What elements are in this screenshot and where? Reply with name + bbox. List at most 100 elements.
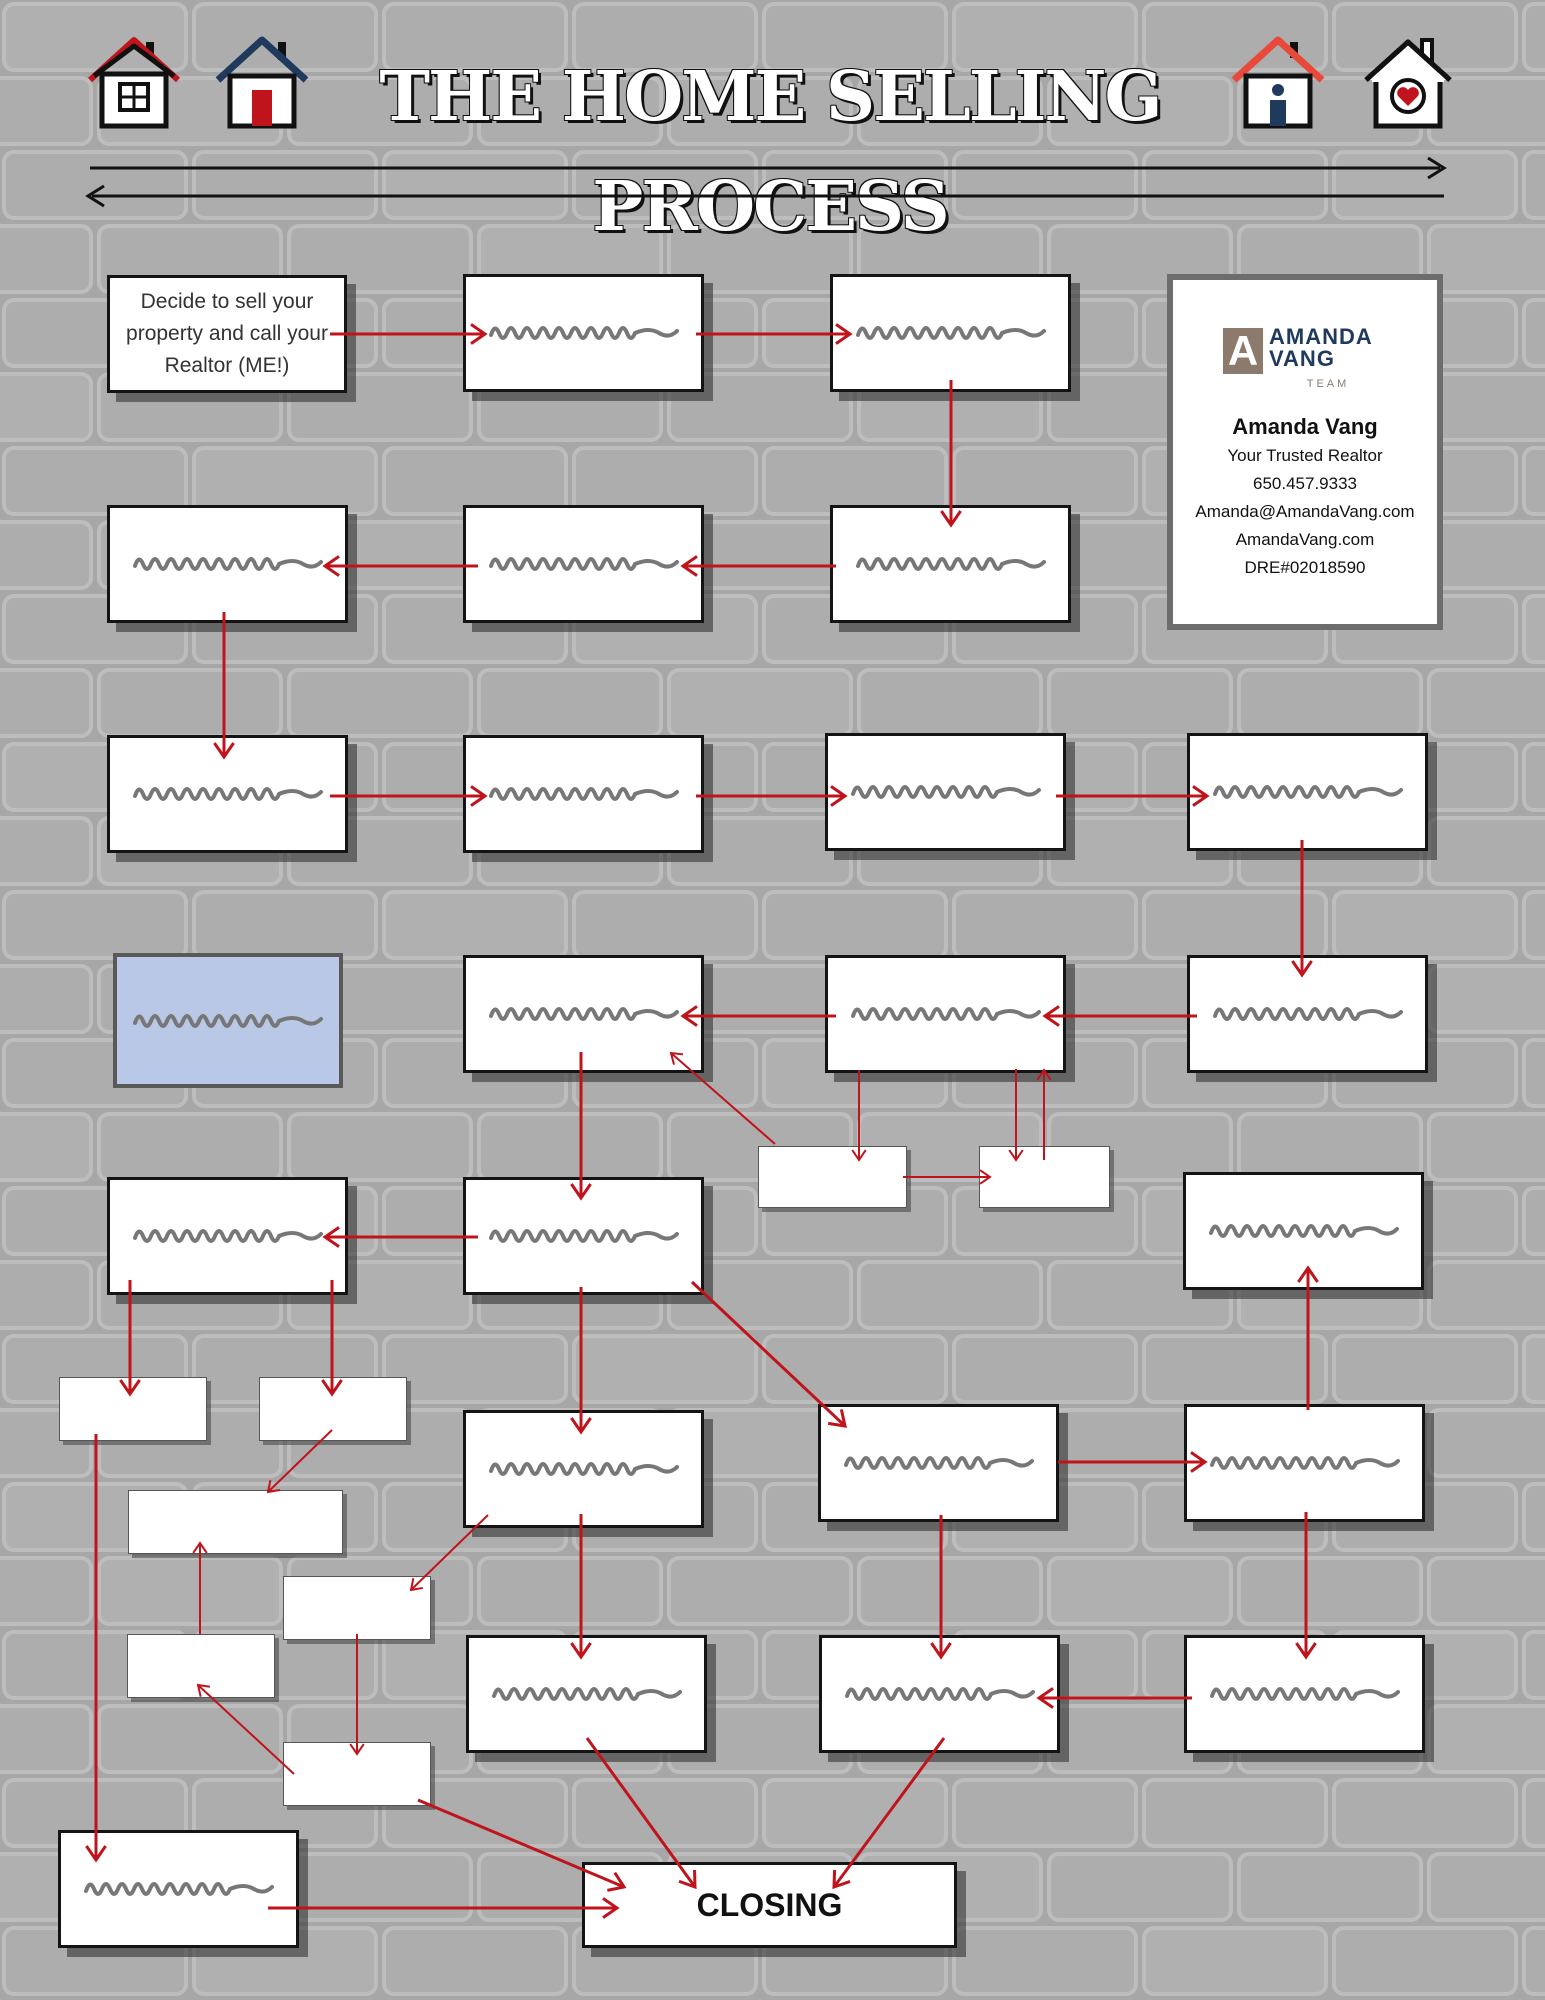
substep-box [259,1377,407,1441]
brick [952,1926,1138,1996]
brick [667,668,853,738]
substep-box [283,1576,431,1640]
logo-letter: A [1223,328,1263,374]
brick [1522,594,1545,664]
step-box [1187,955,1428,1073]
agent-tagline: Your Trusted Realtor [1227,446,1383,465]
squiggle-placeholder [1209,1456,1400,1470]
step-box [107,1177,348,1295]
logo-team: TEAM [1306,378,1350,390]
squiggle-placeholder [132,557,323,571]
squiggle-placeholder [1212,1007,1403,1021]
squiggle-placeholder [488,1229,679,1243]
step-box [463,1177,704,1295]
brick [382,890,568,960]
brick [1332,1926,1518,1996]
amanda-vang-logo: A AMANDA VANG TEAM [1223,324,1393,390]
squiggle-placeholder [1209,1687,1400,1701]
brick [1522,1334,1545,1404]
house-window-icon [87,37,181,129]
brick [1522,1038,1545,1108]
brick [857,1556,1043,1626]
house-heart-icon [1364,38,1452,129]
brick [1427,1260,1545,1330]
brick [1427,668,1545,738]
brick [0,372,93,442]
squiggle-placeholder [850,1007,1041,1021]
header-arrows [85,156,1447,208]
brick [1047,668,1233,738]
agent-name: Amanda Vang [1232,414,1378,439]
brick [382,1926,568,1996]
squiggle-placeholder [83,1882,274,1896]
brick [477,76,663,146]
brick [1522,150,1545,220]
substep-box [758,1146,907,1208]
brick [1427,816,1545,886]
business-card: A AMANDA VANG TEAM Amanda Vang Your Trus… [1167,274,1443,630]
brick [97,1556,283,1626]
brick [1332,1334,1518,1404]
brick [1427,1408,1545,1478]
brick [1237,1112,1423,1182]
brick [572,2,758,72]
step-box [107,735,348,853]
brick [1522,1630,1545,1700]
brick [477,1556,663,1626]
brick [1142,1926,1328,1996]
brick [1047,76,1233,146]
squiggle-placeholder [488,1462,679,1476]
brick [952,1334,1138,1404]
brick [1142,1778,1328,1848]
brick [1047,816,1233,886]
brick [1522,1186,1545,1256]
squiggle-placeholder [133,1013,323,1028]
step-box [463,735,704,853]
step-box [825,955,1066,1073]
brick [97,1112,283,1182]
substep-box [979,1146,1110,1208]
step-box-highlighted [113,953,343,1088]
brick [857,1260,1043,1330]
brick [287,668,473,738]
step-box [466,1635,707,1753]
squiggle-placeholder [132,787,323,801]
brick [667,76,853,146]
brick [1237,1556,1423,1626]
step-box [1184,1404,1425,1522]
step-box [825,733,1066,851]
agent-license: DRE#02018590 [1244,558,1366,577]
brick [572,1778,758,1848]
brick [0,964,93,1034]
squiggle-placeholder [855,326,1046,340]
brick [1142,2,1328,72]
agent-website: AmandaVang.com [1235,530,1375,549]
squiggle-placeholder [844,1687,1035,1701]
brick [952,1778,1138,1848]
squiggle-placeholder [843,1456,1034,1470]
step-box [107,505,348,623]
brick [0,1704,93,1774]
brick [667,1556,853,1626]
step-closing: CLOSING [582,1862,957,1948]
step-box [1183,1172,1424,1290]
brick [1522,446,1545,516]
substep-box [128,1490,343,1554]
step-box [58,1830,299,1948]
brick [1142,890,1328,960]
substep-box [283,1742,431,1806]
logo-line-1: AMANDA [1269,324,1373,349]
brick [857,76,1043,146]
brick [2,890,188,960]
brick [1522,1482,1545,1552]
brick [0,816,93,886]
brick [287,1112,473,1182]
logo-line-2: VANG [1269,346,1335,371]
step-box [1187,733,1428,851]
brick [1522,1926,1545,1996]
house-door-icon [215,36,309,129]
squiggle-placeholder [488,326,679,340]
brick [382,2,568,72]
brick [1427,224,1545,294]
step-decide-to-sell: Decide to sell your property and call yo… [107,275,347,393]
